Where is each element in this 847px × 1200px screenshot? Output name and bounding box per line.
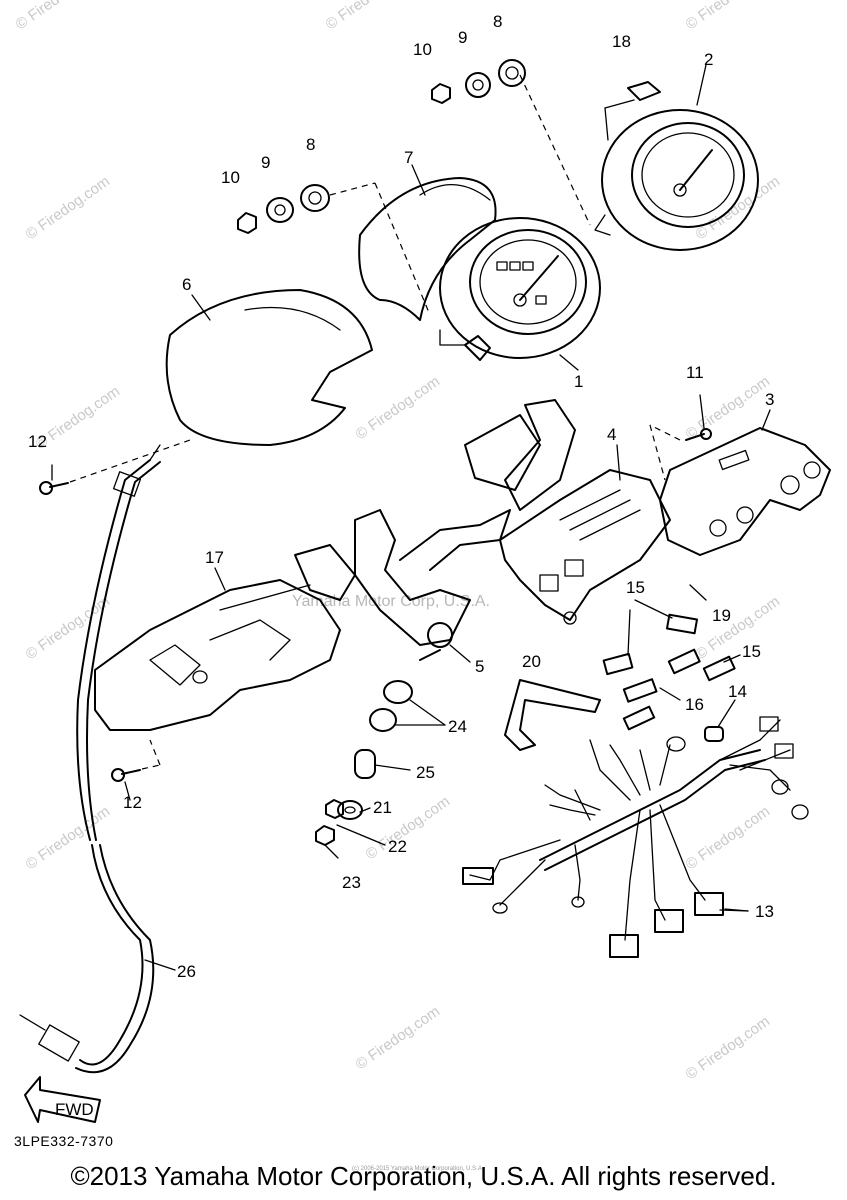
- part-2-tachometer: [594, 109, 759, 251]
- callout-7: 7: [404, 148, 413, 167]
- callout-labels: 1 2 3 4 5 6 7 8 8 9 9 10 10 11 12 12 13 …: [28, 12, 774, 981]
- callout-12b: 12: [123, 793, 142, 812]
- callout-15b: 15: [742, 642, 761, 661]
- callout-15a: 15: [626, 578, 645, 597]
- leader-lines: [51, 64, 771, 971]
- callout-18: 18: [612, 32, 631, 51]
- callout-22: 22: [388, 837, 407, 856]
- callout-11: 11: [686, 363, 704, 382]
- svg-text:© Firedog.com: © Firedog.com: [23, 173, 114, 243]
- part-1-speedometer: [439, 217, 601, 361]
- hardware-upper-left: [237, 182, 431, 316]
- part-13-wire-harness: [462, 716, 809, 958]
- svg-text:© Firedog.com: © Firedog.com: [353, 1003, 444, 1073]
- callout-9b: 9: [261, 153, 270, 172]
- part-17-lower-cover: [94, 579, 341, 731]
- callout-2: 2: [704, 50, 713, 69]
- callout-12a: 12: [28, 432, 47, 451]
- parts-21-25-hardware: [315, 680, 446, 859]
- callout-19: 19: [712, 606, 731, 625]
- callout-26: 26: [177, 962, 196, 981]
- callout-21: 21: [373, 798, 392, 817]
- hardware-upper-right: [431, 59, 591, 226]
- callout-3: 3: [765, 390, 774, 409]
- part-11-screw: [649, 424, 712, 481]
- svg-text:© Firedog.com: © Firedog.com: [693, 173, 784, 243]
- callout-5: 5: [475, 657, 484, 676]
- callout-1: 1: [574, 372, 583, 391]
- callout-6: 6: [182, 275, 191, 294]
- diagram-code: 3LPE332-7370: [14, 1133, 114, 1149]
- callout-25: 25: [416, 763, 435, 782]
- callout-23: 23: [342, 873, 361, 892]
- callout-10a: 10: [413, 40, 432, 59]
- callout-17: 17: [205, 548, 224, 567]
- part-6-meter-cover: [165, 289, 373, 446]
- svg-text:© Firedog.com: © Firedog.com: [683, 1013, 774, 1083]
- svg-text:© Firedog.com: © Firedog.com: [353, 373, 444, 443]
- svg-text:© Firedog.com: © Firedog.com: [693, 593, 784, 663]
- part-5-clamp: [294, 509, 511, 661]
- part-26-speedometer-cable: [19, 444, 161, 1074]
- callout-4: 4: [607, 425, 616, 444]
- part-20-bracket: [504, 679, 601, 751]
- part-3-bracket: [659, 427, 831, 556]
- connectors-15-16-14: [602, 599, 736, 742]
- part-4-bracket: [464, 399, 671, 625]
- callout-9a: 9: [458, 28, 467, 47]
- part-12-screws: [39, 439, 191, 782]
- watermark-layer: © Firedog.com © Firedog.com © Firedog.co…: [13, 0, 784, 1083]
- svg-text:© Firedog.com: © Firedog.com: [683, 0, 774, 33]
- callout-24: 24: [448, 717, 467, 736]
- svg-text:© Firedog.com: © Firedog.com: [683, 803, 774, 873]
- svg-text:© Firedog.com: © Firedog.com: [683, 373, 774, 443]
- callout-8a: 8: [493, 12, 502, 31]
- callout-13: 13: [755, 902, 774, 921]
- callout-16: 16: [685, 695, 704, 714]
- svg-text:FWD: FWD: [55, 1100, 94, 1119]
- callout-8b: 8: [306, 135, 315, 154]
- copyright-notice: ©2013 Yamaha Motor Corporation, U.S.A. A…: [70, 1161, 777, 1191]
- part-7-meter-cover: [358, 177, 497, 321]
- leader-18b: [604, 107, 609, 141]
- small-copyright: (c) 2006-2015 Yamaha Motor Corporation, …: [352, 1166, 484, 1172]
- callout-10b: 10: [221, 168, 240, 187]
- leader-18: [604, 99, 635, 109]
- svg-text:© Firedog.com: © Firedog.com: [323, 0, 414, 33]
- svg-text:© Firedog.com: © Firedog.com: [13, 0, 104, 33]
- part-18-cap: [627, 81, 661, 101]
- callout-14: 14: [728, 682, 747, 701]
- fwd-arrow-icon: FWD: [24, 1076, 101, 1123]
- svg-text:© Firedog.com: © Firedog.com: [23, 803, 114, 873]
- callout-20: 20: [522, 652, 541, 671]
